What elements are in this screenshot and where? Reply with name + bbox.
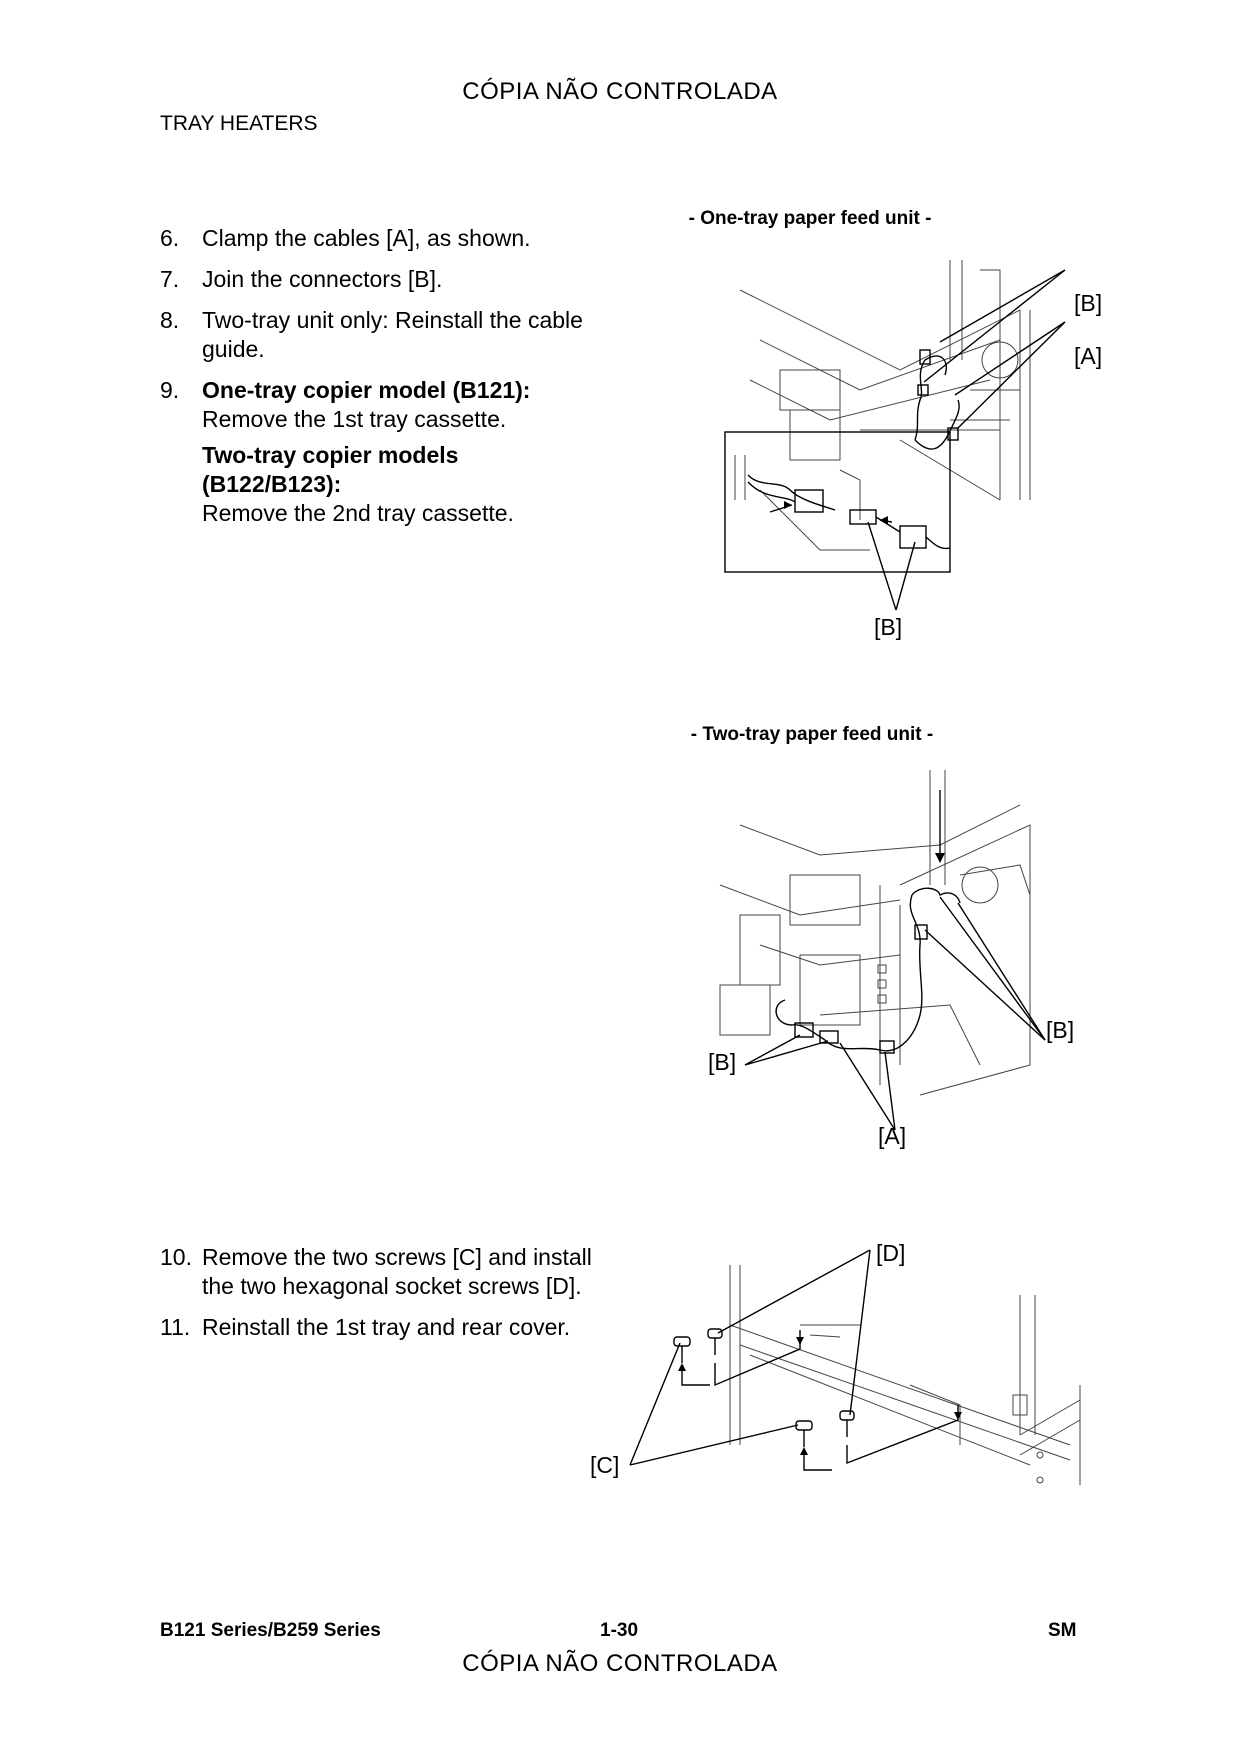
label-b-left: [B]: [708, 1049, 737, 1075]
label-b-right: [B]: [1046, 1017, 1075, 1043]
label-a-fig2: [A]: [878, 1123, 907, 1149]
footer-page-number: 1-30: [600, 1620, 639, 1641]
two-tray-model-heading: Two-tray copier models: [202, 442, 459, 468]
two-tray-feed-unit-illustration: [719, 770, 1046, 1131]
one-tray-instruction: Remove the 1st tray cassette.: [202, 406, 507, 432]
one-tray-model-heading: One-tray copier model (B121):: [202, 377, 531, 403]
label-b-bottom: [B]: [874, 614, 903, 640]
step-number: 8.: [160, 307, 180, 333]
step-10: 10. Remove the two screws [C] and instal…: [160, 1243, 620, 1301]
two-tray-instruction: Remove the 2nd tray cassette.: [202, 500, 514, 526]
step-text: Join the connectors [B].: [202, 266, 443, 292]
step-text: Reinstall the 1st tray and rear cover.: [202, 1314, 571, 1340]
figure-1-caption: - One-tray paper feed unit -: [688, 208, 932, 229]
steps-group-1: 6. Clamp the cables [A], as shown. 7. Jo…: [160, 224, 630, 540]
step-number: 9.: [160, 377, 180, 403]
step-text: Clamp the cables [A], as shown.: [202, 225, 531, 251]
steps-group-2: 10. Remove the two screws [C] and instal…: [160, 1243, 620, 1354]
step-number: 10.: [160, 1244, 192, 1270]
figure-2-caption: - Two-tray paper feed unit -: [690, 724, 934, 745]
step-11: 11. Reinstall the 1st tray and rear cove…: [160, 1313, 620, 1342]
label-d: [D]: [876, 1240, 906, 1266]
one-tray-feed-unit-illustration: [724, 260, 1066, 611]
two-tray-model-codes: (B122/B123):: [202, 471, 342, 497]
screw-replacement-illustration: [629, 1249, 1081, 1485]
label-c: [C]: [590, 1452, 620, 1478]
step-8: 8. Two-tray unit only: Reinstall the cab…: [160, 306, 630, 364]
step-9-body: One-tray copier model (B121): Remove the…: [202, 376, 630, 528]
watermark-bottom: CÓPIA NÃO CONTROLADA: [462, 1650, 778, 1677]
footer-manual-code: SM: [1048, 1620, 1077, 1641]
step-7: 7. Join the connectors [B].: [160, 265, 630, 294]
step-text: Remove the two screws [C] and install th…: [202, 1244, 592, 1299]
step-number: 6.: [160, 225, 180, 251]
footer-series: B121 Series/B259 Series: [160, 1620, 381, 1641]
step-text: Two-tray unit only: Reinstall the cable …: [202, 307, 583, 362]
step-number: 11.: [160, 1314, 191, 1340]
label-b-top: [B]: [1074, 290, 1103, 316]
watermark-top: CÓPIA NÃO CONTROLADA: [462, 78, 778, 105]
step-number: 7.: [160, 266, 180, 292]
section-title: TRAY HEATERS: [160, 112, 318, 135]
step-6: 6. Clamp the cables [A], as shown.: [160, 224, 630, 253]
label-a: [A]: [1074, 343, 1103, 369]
step-9: 9. One-tray copier model (B121): Remove …: [160, 376, 630, 528]
